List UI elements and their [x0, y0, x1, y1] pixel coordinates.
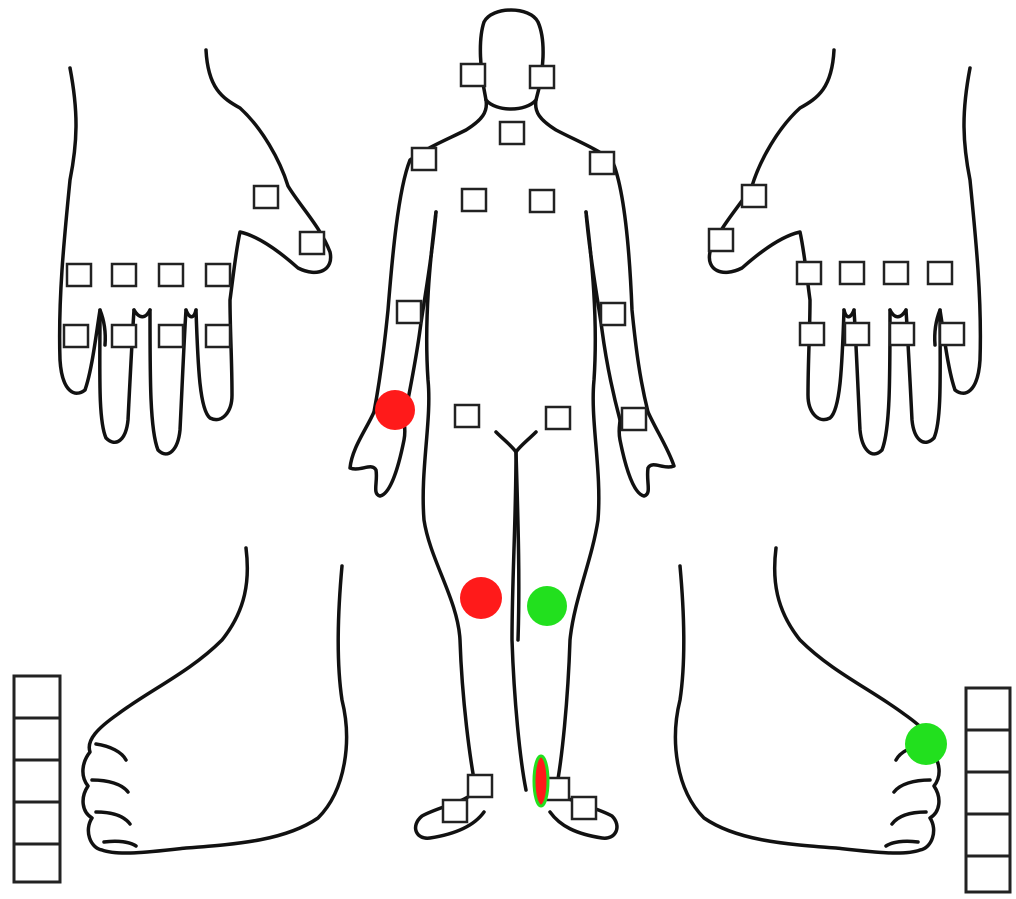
- toe-cell: [14, 718, 60, 760]
- right-foot-drawing: [675, 548, 939, 853]
- joint-box: [397, 301, 421, 323]
- joint-box: [928, 262, 952, 284]
- body-boxes: [397, 64, 646, 822]
- toe-cell: [966, 856, 1010, 892]
- toe-cell: [966, 772, 1010, 814]
- joint-box: [601, 303, 625, 325]
- joint-box: [254, 186, 278, 208]
- joint-box: [797, 262, 821, 284]
- right-toe-column: [966, 688, 1010, 892]
- joint-box: [206, 325, 230, 347]
- toe-cell: [14, 760, 60, 802]
- joint-box: [709, 229, 733, 251]
- joint-box: [443, 800, 467, 822]
- left-toe-column: [14, 676, 60, 882]
- marker-right-knee: [460, 577, 502, 619]
- joint-box: [462, 189, 486, 211]
- toe-cell: [966, 814, 1010, 856]
- joint-box: [840, 262, 864, 284]
- joint-box: [546, 407, 570, 429]
- joint-box: [500, 122, 524, 144]
- toe-cell: [14, 844, 60, 882]
- joint-box: [530, 190, 554, 212]
- toe-cell: [14, 802, 60, 844]
- joint-box: [468, 775, 492, 797]
- joint-box: [884, 262, 908, 284]
- joint-box: [455, 405, 479, 427]
- joint-box: [67, 264, 91, 286]
- marker-left-ankle: [534, 756, 548, 806]
- joint-box: [940, 323, 964, 345]
- marker-left-knee: [527, 586, 567, 626]
- toe-cell: [966, 730, 1010, 772]
- marker-right-wrist: [375, 390, 415, 430]
- joint-box: [412, 148, 436, 170]
- joint-box: [112, 325, 136, 347]
- joint-box: [572, 797, 596, 819]
- joint-box: [622, 408, 646, 430]
- joint-box: [159, 325, 183, 347]
- left-hand-drawing: [60, 50, 331, 454]
- joint-box: [112, 264, 136, 286]
- joint-box: [206, 264, 230, 286]
- joint-box: [64, 325, 88, 347]
- joint-box: [590, 152, 614, 174]
- joint-box: [845, 323, 869, 345]
- joint-box: [890, 323, 914, 345]
- joint-box: [300, 232, 324, 254]
- joint-box: [530, 66, 554, 88]
- joint-box: [159, 264, 183, 286]
- right-hand-drawing: [709, 50, 980, 454]
- joint-box: [800, 323, 824, 345]
- marker-right-foot-toes: [905, 723, 947, 765]
- markers: [375, 390, 947, 806]
- toe-cell: [966, 688, 1010, 730]
- joint-box: [461, 64, 485, 86]
- left-foot-drawing: [83, 548, 347, 853]
- toe-cell: [14, 676, 60, 718]
- joint-box: [742, 185, 766, 207]
